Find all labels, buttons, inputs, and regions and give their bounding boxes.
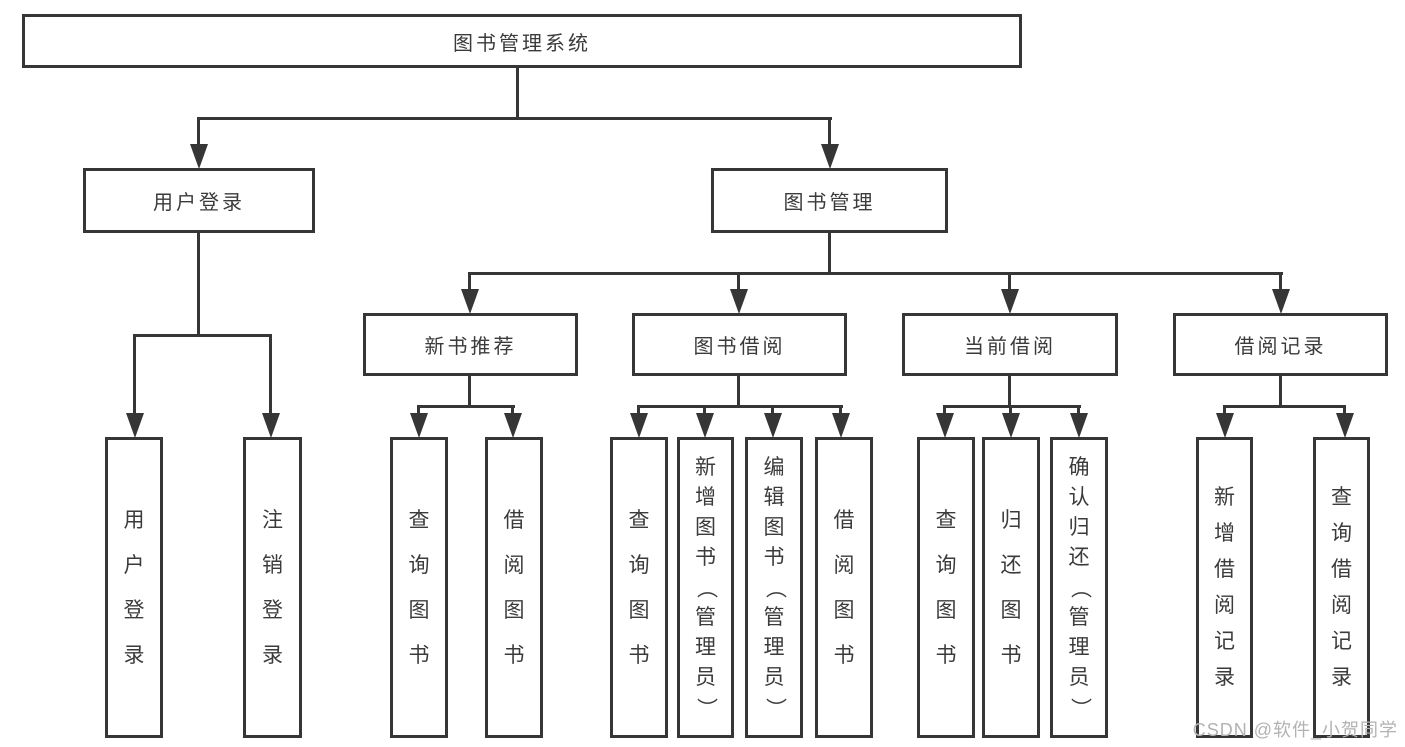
node-root-label: 图书管理系统 xyxy=(453,32,591,55)
node-root: 图书管理系统 xyxy=(22,14,1022,68)
arrowhead-leaf-br1 xyxy=(1336,413,1354,438)
arrowhead-leaf-nb1 xyxy=(504,413,522,438)
node-current-borrow: 当前借阅 xyxy=(902,313,1118,376)
node-book-mgmt: 图书管理 xyxy=(711,168,948,233)
leaf-borrow-records-1-label: 查询借阅记录 xyxy=(1331,485,1352,689)
arrowhead-book-borrow xyxy=(730,289,748,314)
connector-root-stem xyxy=(516,68,519,120)
connector-to-new-books xyxy=(468,272,471,292)
connector-book-borrow-rail xyxy=(637,405,843,408)
connector-to-leaf-br1 xyxy=(1343,405,1346,417)
node-borrow-records: 借阅记录 xyxy=(1173,313,1388,376)
connector-to-leaf-cb1 xyxy=(1009,405,1012,417)
leaf-book-borrow-1: 新增图书（管理员） xyxy=(677,437,734,738)
connector-to-leaf-bb3 xyxy=(839,405,842,417)
arrowhead-borrow-records xyxy=(1272,289,1290,314)
arrowhead-book-mgmt xyxy=(821,144,839,169)
leaf-user-login-1: 注销登录 xyxy=(243,437,302,738)
connector-new-books-stem xyxy=(468,376,471,408)
connector-borrow-records-stem xyxy=(1279,376,1282,408)
leaf-current-borrow-0-label: 查询图书 xyxy=(935,508,957,667)
node-new-books: 新书推荐 xyxy=(363,313,578,376)
leaf-new-books-1-label: 借阅图书 xyxy=(503,508,525,667)
arrowhead-leaf-bb0 xyxy=(630,413,648,438)
leaf-book-borrow-1-label: 新增图书（管理员） xyxy=(694,455,718,719)
leaf-user-login-0-label: 用户登录 xyxy=(123,508,145,667)
leaf-current-borrow-2: 确认归还（管理员） xyxy=(1050,437,1108,738)
connector-current-borrow-rail xyxy=(943,405,1081,408)
leaf-new-books-1: 借阅图书 xyxy=(485,437,543,738)
leaf-user-login-1-label: 注销登录 xyxy=(262,508,283,667)
node-user-login: 用户登录 xyxy=(83,168,315,233)
leaf-book-borrow-0: 查询图书 xyxy=(610,437,668,738)
leaf-new-books-0-label: 查询图书 xyxy=(408,508,430,667)
leaf-current-borrow-1-label: 归还图书 xyxy=(1000,508,1022,667)
connector-to-book-mgmt xyxy=(828,117,831,147)
connector-to-leaf-bb2 xyxy=(771,405,774,417)
leaf-book-borrow-2-label: 编辑图书（管理员） xyxy=(763,455,786,719)
node-new-books-label: 新书推荐 xyxy=(424,336,517,358)
arrowhead-leaf-nb0 xyxy=(410,413,428,438)
arrowhead-leaf-bb3 xyxy=(832,413,850,438)
connector-book-mgmt-stem xyxy=(828,233,831,275)
connector-user-login-rail xyxy=(133,334,272,337)
arrowhead-leaf-bb2 xyxy=(764,413,782,438)
node-book-borrow-label: 图书借阅 xyxy=(693,336,786,358)
connector-to-leaf-nb1 xyxy=(511,405,514,417)
leaf-borrow-records-1: 查询借阅记录 xyxy=(1313,437,1370,738)
connector-current-borrow-stem xyxy=(1008,376,1011,408)
arrowhead-current-borrow xyxy=(1001,289,1019,314)
connector-to-book-borrow xyxy=(737,272,740,292)
connector-user-login-stem xyxy=(197,233,200,337)
connector-to-leaf-bb1 xyxy=(703,405,706,417)
leaf-book-borrow-0-label: 查询图书 xyxy=(628,508,650,667)
leaf-book-borrow-3: 借阅图书 xyxy=(815,437,873,738)
arrowhead-leaf-cb0 xyxy=(936,413,954,438)
node-borrow-records-label: 借阅记录 xyxy=(1234,336,1327,358)
node-book-borrow: 图书借阅 xyxy=(632,313,847,376)
arrowhead-leaf-bb1 xyxy=(696,413,714,438)
arrowhead-leaf-ul0 xyxy=(126,413,144,438)
leaf-current-borrow-0: 查询图书 xyxy=(917,437,975,738)
connector-borrow-records-rail xyxy=(1223,405,1346,408)
node-user-login-label: 用户登录 xyxy=(153,192,245,214)
connector-to-leaf-br0 xyxy=(1223,405,1226,417)
connector-to-leaf-bb0 xyxy=(637,405,640,417)
arrowhead-leaf-cb1 xyxy=(1002,413,1020,438)
arrowhead-leaf-ul1 xyxy=(262,413,280,438)
leaf-new-books-0: 查询图书 xyxy=(390,437,448,738)
leaf-borrow-records-0: 新增借阅记录 xyxy=(1196,437,1253,738)
arrowhead-new-books xyxy=(461,289,479,314)
arrowhead-leaf-cb2 xyxy=(1070,413,1088,438)
connector-to-current-borrow xyxy=(1008,272,1011,292)
node-current-borrow-label: 当前借阅 xyxy=(964,336,1056,358)
leaf-book-borrow-3-label: 借阅图书 xyxy=(833,508,855,667)
connector-root-rail xyxy=(197,117,832,120)
node-book-mgmt-label: 图书管理 xyxy=(783,192,876,214)
connector-new-books-rail xyxy=(417,405,515,408)
connector-to-leaf-nb0 xyxy=(417,405,420,417)
csdn-watermark: CSDN @软件_小贺同学 xyxy=(1192,720,1398,740)
arrowhead-leaf-br0 xyxy=(1216,413,1234,438)
connector-to-leaf-cb2 xyxy=(1077,405,1080,417)
connector-to-leaf-ul1 xyxy=(269,334,272,416)
connector-book-borrow-stem xyxy=(737,376,740,408)
leaf-borrow-records-0-label: 新增借阅记录 xyxy=(1214,485,1235,689)
leaf-book-borrow-2: 编辑图书（管理员） xyxy=(745,437,803,738)
connector-to-borrow-records xyxy=(1279,272,1282,292)
connector-book-mgmt-rail xyxy=(469,272,1283,275)
leaf-user-login-0: 用户登录 xyxy=(105,437,163,738)
connector-to-user-login xyxy=(197,117,200,147)
connector-to-leaf-ul0 xyxy=(133,334,136,416)
leaf-current-borrow-1: 归还图书 xyxy=(982,437,1040,738)
leaf-current-borrow-2-label: 确认归还（管理员） xyxy=(1068,455,1091,719)
arrowhead-user-login xyxy=(190,144,208,169)
connector-to-leaf-cb0 xyxy=(943,405,946,417)
